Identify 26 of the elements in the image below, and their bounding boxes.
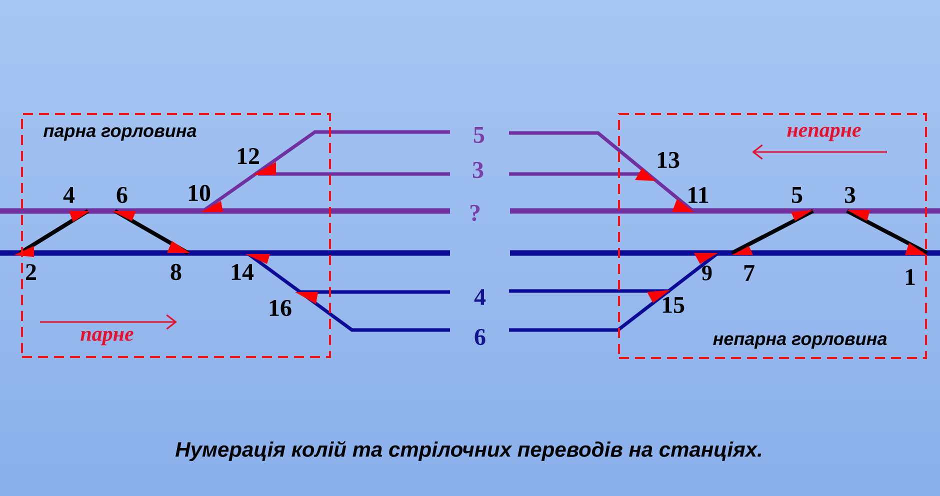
switch-number: 9 [702, 266, 712, 280]
direction-label: парне [80, 330, 134, 346]
switch-number: 3 [844, 186, 856, 204]
track-number: 5 [474, 127, 484, 143]
zone-title: непарна горловина [713, 335, 887, 349]
direction-label: непарне [787, 126, 861, 142]
track-number: 4 [474, 289, 486, 305]
switch-number: 6 [116, 186, 128, 204]
zone-title: парна горловина [44, 127, 196, 141]
caption: Нумерація колій та стрілочних переводів на станціях. [176, 440, 762, 462]
switch-number: 11 [688, 187, 708, 203]
switch-number: 2 [26, 264, 36, 280]
switch-number: 10 [188, 184, 210, 202]
switch-number: 15 [662, 296, 684, 314]
switch-number: 5 [792, 187, 802, 203]
switch-number: 7 [744, 265, 754, 281]
track-number: ? [470, 204, 480, 222]
switch-number: 14 [232, 264, 254, 280]
track-number: 3 [472, 162, 484, 178]
switch-number: 8 [170, 264, 182, 280]
track-number: 6 [474, 328, 486, 346]
switch-number: 12 [238, 148, 259, 164]
switch-number: 16 [270, 300, 292, 316]
switch-number: 1 [906, 269, 915, 285]
switch-number: 4 [63, 187, 75, 203]
switch-number: 13 [658, 152, 680, 168]
